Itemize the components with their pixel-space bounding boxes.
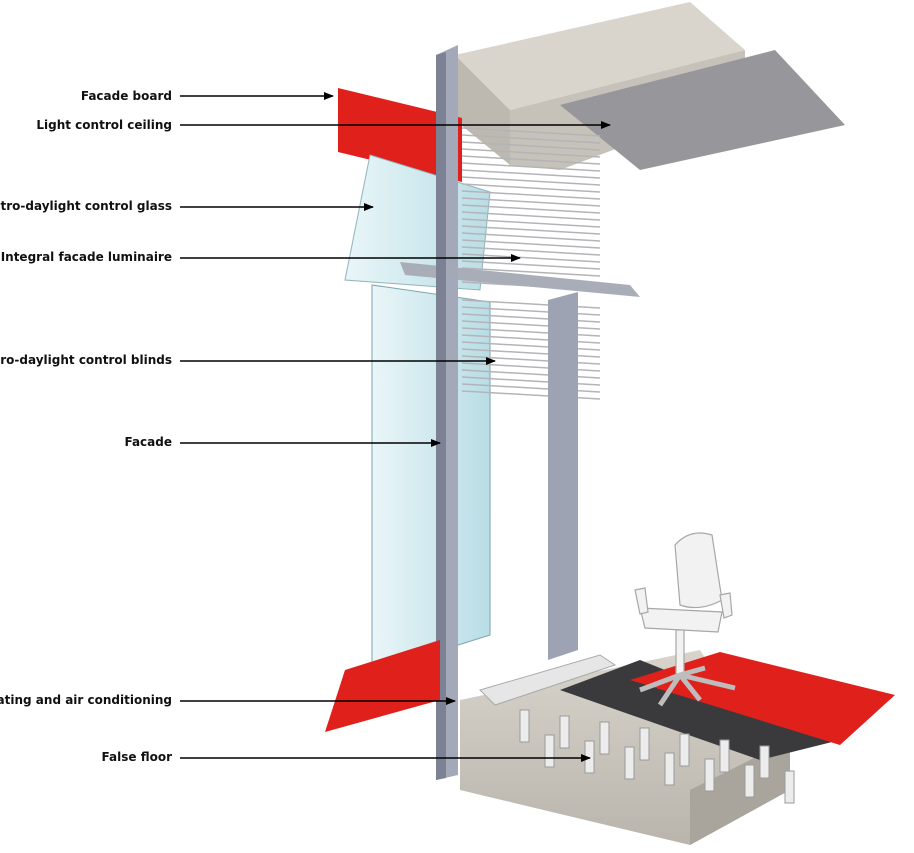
luminaire-fixture bbox=[400, 262, 640, 297]
floor-pedestal bbox=[759, 745, 770, 779]
light-control-ceiling-panel bbox=[560, 50, 845, 170]
floor-pedestal bbox=[704, 758, 715, 792]
floor-pedestal bbox=[599, 721, 610, 755]
floor-pedestal bbox=[639, 727, 650, 761]
label-integral-facade-luminaire: Integral facade luminaire bbox=[0, 250, 172, 264]
floor-pedestal bbox=[664, 752, 675, 786]
blind-slat bbox=[461, 239, 601, 249]
blind-slat bbox=[461, 232, 601, 242]
floor-pedestal bbox=[744, 764, 755, 798]
floor-pedestals bbox=[519, 709, 795, 804]
heating-unit bbox=[479, 654, 617, 706]
blind-slat bbox=[461, 190, 601, 200]
label-facade: Facade bbox=[124, 435, 172, 449]
inner-column bbox=[548, 292, 578, 660]
floor-pedestal bbox=[784, 770, 795, 804]
floor-pedestal bbox=[624, 746, 635, 780]
floor-pedestal bbox=[719, 739, 730, 773]
blind-slat bbox=[461, 148, 601, 158]
blind-slat bbox=[461, 267, 601, 277]
blind-slat bbox=[461, 260, 601, 270]
blind-slat bbox=[461, 134, 601, 144]
label-retro-daylight-blinds: Retro-daylight control blinds bbox=[0, 353, 172, 367]
blind-slat bbox=[461, 204, 601, 214]
blind-slat bbox=[461, 155, 601, 165]
label-false-floor: False floor bbox=[101, 750, 172, 764]
office-chair bbox=[634, 532, 736, 707]
blind-slat bbox=[461, 253, 601, 263]
label-heating-air-conditioning: Heating and air conditioning bbox=[0, 693, 172, 707]
floor-pedestal bbox=[519, 709, 530, 743]
red-carpet bbox=[630, 652, 895, 745]
blind-slat bbox=[461, 197, 601, 207]
floor-pedestal bbox=[559, 715, 570, 749]
blind-slat bbox=[461, 225, 601, 235]
label-facade-board: Facade board bbox=[80, 89, 172, 103]
blind-slat bbox=[461, 141, 601, 151]
false-floor-panel bbox=[560, 660, 840, 760]
floor-pedestal bbox=[679, 733, 690, 767]
blind-slat bbox=[461, 211, 601, 221]
blind-slat bbox=[461, 162, 601, 172]
label-light-control-ceiling: Light control ceiling bbox=[36, 118, 172, 132]
mullion-face bbox=[436, 52, 446, 780]
floor-pedestal bbox=[544, 734, 555, 768]
label-retro-daylight-glass: Retro-daylight control glass bbox=[0, 199, 172, 213]
blind-slat bbox=[461, 176, 601, 186]
blind-slat bbox=[461, 169, 601, 179]
blind-slat bbox=[461, 183, 601, 193]
blind-slat bbox=[461, 246, 601, 256]
blind-slat bbox=[461, 218, 601, 228]
blind-slat bbox=[461, 127, 601, 137]
facade-board-lower bbox=[325, 640, 440, 732]
